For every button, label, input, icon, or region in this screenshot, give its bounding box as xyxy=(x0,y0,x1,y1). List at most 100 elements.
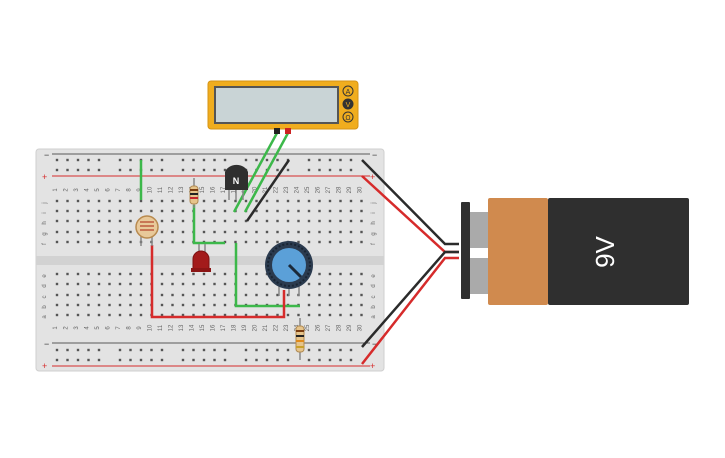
terminal-hole-h[interactable] xyxy=(328,219,332,223)
terminal-hole-d[interactable] xyxy=(223,282,227,286)
rail-hole[interactable] xyxy=(202,348,206,352)
terminal-hole-h[interactable] xyxy=(234,219,237,223)
terminal-hole-a[interactable] xyxy=(223,313,227,317)
terminal-hole-i[interactable] xyxy=(328,209,332,213)
rail-hole[interactable] xyxy=(150,168,153,172)
rail-hole[interactable] xyxy=(192,348,195,352)
terminal-hole-g[interactable] xyxy=(66,230,69,234)
terminal-hole-a[interactable] xyxy=(276,313,279,317)
terminal-hole-f[interactable] xyxy=(108,240,111,244)
terminal-hole-a[interactable] xyxy=(87,313,90,317)
terminal-hole-f[interactable] xyxy=(118,240,122,244)
rail-hole[interactable] xyxy=(318,158,321,162)
transistor[interactable]: N xyxy=(225,164,248,200)
terminal-hole-e[interactable] xyxy=(360,272,363,276)
rail-hole[interactable] xyxy=(213,158,216,162)
rail-hole[interactable] xyxy=(160,358,164,362)
rail-hole[interactable] xyxy=(307,158,311,162)
rail-hole[interactable] xyxy=(129,158,132,162)
terminal-hole-e[interactable] xyxy=(118,272,122,276)
terminal-hole-j[interactable] xyxy=(307,199,311,203)
terminal-hole-e[interactable] xyxy=(139,272,143,276)
red-wire-ldr-pot[interactable] xyxy=(150,245,286,319)
terminal-hole-e[interactable] xyxy=(87,272,90,276)
terminal-hole-h[interactable] xyxy=(160,219,164,223)
terminal-hole-b[interactable] xyxy=(76,303,80,307)
terminal-hole-c[interactable] xyxy=(265,293,269,297)
rail-hole[interactable] xyxy=(118,348,122,352)
terminal-hole-h[interactable] xyxy=(97,219,101,223)
rail-hole[interactable] xyxy=(339,168,342,172)
rail-hole[interactable] xyxy=(129,358,132,362)
rail-hole[interactable] xyxy=(181,348,185,352)
terminal-hole-d[interactable] xyxy=(108,282,111,286)
terminal-hole-d[interactable] xyxy=(328,282,332,286)
rail-hole[interactable] xyxy=(339,348,342,352)
rail-hole[interactable] xyxy=(213,348,216,352)
terminal-hole-e[interactable] xyxy=(213,272,216,276)
terminal-hole-a[interactable] xyxy=(108,313,111,317)
rail-hole[interactable] xyxy=(349,348,353,352)
terminal-hole-b[interactable] xyxy=(55,303,59,307)
rail-hole[interactable] xyxy=(213,168,216,172)
terminal-hole-e[interactable] xyxy=(97,272,101,276)
terminal-hole-g[interactable] xyxy=(76,230,80,234)
terminal-hole-g[interactable] xyxy=(55,230,59,234)
terminal-hole-c[interactable] xyxy=(55,293,59,297)
terminal-hole-i[interactable] xyxy=(286,209,290,213)
rail-hole[interactable] xyxy=(118,158,122,162)
terminal-hole-j[interactable] xyxy=(139,199,143,203)
terminal-hole-c[interactable] xyxy=(171,293,174,297)
terminal-hole-c[interactable] xyxy=(328,293,332,297)
terminal-hole-i[interactable] xyxy=(223,209,227,213)
terminal-hole-d[interactable] xyxy=(360,282,363,286)
terminal-hole-h[interactable] xyxy=(202,219,206,223)
rail-hole[interactable] xyxy=(76,358,80,362)
terminal-hole-h[interactable] xyxy=(129,219,132,223)
rail-hole[interactable] xyxy=(244,348,248,352)
terminal-hole-a[interactable] xyxy=(129,313,132,317)
terminal-hole-f[interactable] xyxy=(360,240,363,244)
terminal-hole-b[interactable] xyxy=(192,303,195,307)
terminal-hole-h[interactable] xyxy=(66,219,69,223)
rail-hole[interactable] xyxy=(129,348,132,352)
terminal-hole-a[interactable] xyxy=(307,313,311,317)
rail-hole[interactable] xyxy=(87,168,90,172)
green-wire-pot[interactable] xyxy=(234,243,300,308)
terminal-hole-e[interactable] xyxy=(349,272,353,276)
terminal-hole-g[interactable] xyxy=(307,230,311,234)
terminal-hole-h[interactable] xyxy=(181,219,185,223)
terminal-hole-g[interactable] xyxy=(171,230,174,234)
rail-hole[interactable] xyxy=(202,168,206,172)
terminal-hole-d[interactable] xyxy=(307,282,311,286)
terminal-hole-a[interactable] xyxy=(181,313,185,317)
rail-hole[interactable] xyxy=(255,348,258,352)
rail-hole[interactable] xyxy=(97,358,101,362)
terminal-hole-a[interactable] xyxy=(339,313,342,317)
terminal-hole-a[interactable] xyxy=(160,313,164,317)
terminal-hole-b[interactable] xyxy=(139,303,143,307)
rail-hole[interactable] xyxy=(55,358,59,362)
terminal-hole-d[interactable] xyxy=(244,282,248,286)
terminal-hole-e[interactable] xyxy=(255,272,258,276)
terminal-hole-c[interactable] xyxy=(76,293,80,297)
rail-hole[interactable] xyxy=(286,348,290,352)
terminal-hole-j[interactable] xyxy=(76,199,80,203)
rail-hole[interactable] xyxy=(276,168,279,172)
terminal-hole-f[interactable] xyxy=(297,240,300,244)
terminal-hole-g[interactable] xyxy=(328,230,332,234)
rail-hole[interactable] xyxy=(192,168,195,172)
terminal-hole-h[interactable] xyxy=(360,219,363,223)
terminal-hole-e[interactable] xyxy=(66,272,69,276)
terminal-hole-f[interactable] xyxy=(129,240,132,244)
terminal-hole-g[interactable] xyxy=(234,230,237,234)
terminal-hole-b[interactable] xyxy=(181,303,185,307)
terminal-hole-j[interactable] xyxy=(339,199,342,203)
rail-hole[interactable] xyxy=(276,348,279,352)
rail-hole[interactable] xyxy=(181,168,185,172)
rail-hole[interactable] xyxy=(244,158,248,162)
rail-hole[interactable] xyxy=(307,348,311,352)
rail-hole[interactable] xyxy=(97,158,101,162)
terminal-hole-f[interactable] xyxy=(87,240,90,244)
